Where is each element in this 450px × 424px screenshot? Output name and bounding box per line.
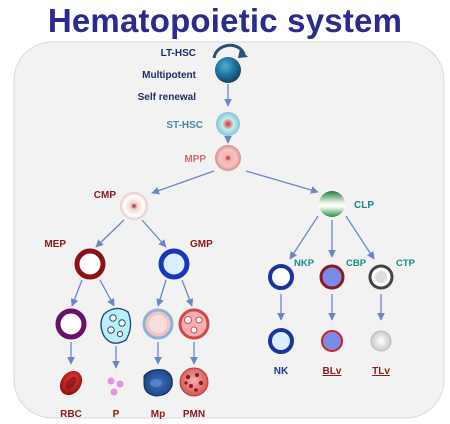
nkp-cell-icon (268, 264, 294, 290)
mp-label: Mp (151, 409, 165, 420)
arrow-gmp-to-mono (156, 279, 167, 307)
mep-cell-icon (74, 248, 106, 280)
arrow-cmp-to-gmp (141, 219, 167, 248)
b-lymphocyte-icon (321, 330, 343, 352)
cmp-cell-icon (120, 192, 148, 220)
clp-label: CLP (354, 200, 374, 211)
arrow-mep-to-mk (99, 279, 115, 307)
nk-label: NK (274, 366, 289, 377)
cbp-cell-icon (319, 264, 345, 290)
arrow-gmp-to-gran (181, 279, 194, 307)
lineage-arrows (67, 84, 385, 369)
cmp-label: CMP (94, 190, 117, 201)
mpp-cell-icon (215, 145, 241, 171)
myeloblast-icon (178, 308, 210, 340)
mep-label: MEP (44, 239, 66, 250)
multipotent-label: Multipotent (142, 70, 197, 81)
curved-arrow-icon (212, 43, 246, 59)
nk-cell-icon (268, 328, 294, 354)
platelets-label: P (113, 409, 120, 420)
cbp-label: CBP (346, 258, 367, 269)
lt-hsc-label: LT-HSC (161, 48, 196, 59)
arrow-cmp-to-mep (95, 219, 125, 248)
ctp-nucleus (375, 271, 387, 283)
self-renewal-label: Self renewal (138, 92, 197, 103)
gmp-label: GMP (190, 239, 213, 250)
megakaryocyte-icon (100, 307, 132, 344)
pmn-icon (179, 367, 209, 397)
blv-label: BLv (323, 366, 342, 377)
rbc-label: RBC (60, 409, 82, 420)
t-lymphocyte-icon (370, 330, 392, 352)
lt-hsc-cell-icon (215, 57, 241, 83)
clp-cell-icon (319, 191, 345, 217)
mpp-label: MPP (184, 154, 206, 165)
platelets-icon (107, 377, 124, 396)
st-hsc-cell-icon (216, 112, 240, 136)
pmn-label: PMN (183, 409, 205, 420)
erythroid-precursor-icon (55, 308, 87, 340)
diagram-title: Hematopoietic system (47, 2, 403, 39)
nkp-label: NKP (294, 258, 315, 269)
gmp-cell-icon (158, 248, 190, 280)
arrow-clp-to-ctp (345, 215, 375, 260)
st-hsc-label: ST-HSC (166, 120, 203, 131)
background-panel (13, 41, 445, 419)
arrow-mpp-to-clp (245, 170, 319, 194)
arrow-mpp-to-cmp (151, 170, 215, 195)
tlv-label: TLv (372, 366, 390, 377)
curved-arrow-head-icon (238, 49, 248, 58)
arrow-clp-to-nkp (289, 215, 319, 260)
arrow-mep-to-ery (70, 279, 83, 307)
ctp-label: CTP (396, 258, 416, 269)
